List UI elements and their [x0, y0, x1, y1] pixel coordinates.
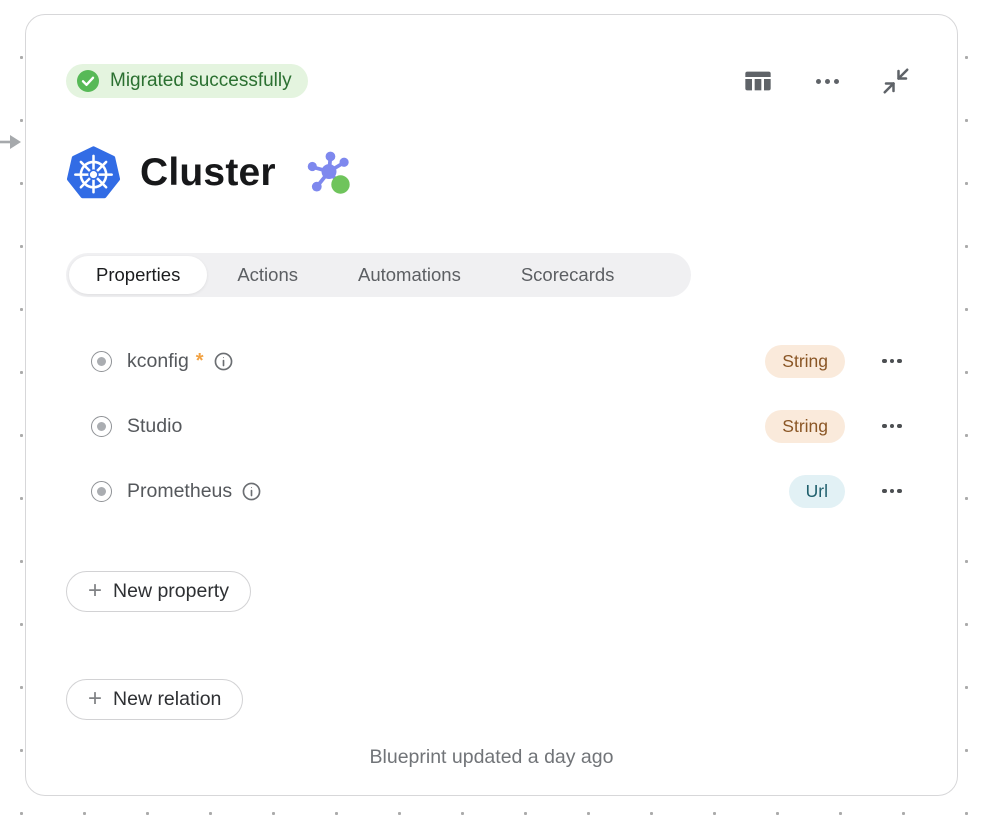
- table-icon: [745, 71, 771, 91]
- property-menu-button[interactable]: [875, 488, 909, 494]
- ellipsis-icon: [882, 423, 902, 429]
- type-badge: String: [765, 409, 845, 443]
- property-menu-button[interactable]: [875, 358, 909, 364]
- new-relation-button[interactable]: + New relation: [66, 679, 244, 720]
- tab-bar: Properties Actions Automations Scorecard…: [66, 253, 691, 297]
- type-badge: String: [765, 344, 845, 378]
- property-row-kconfig: kconfig * String: [66, 344, 917, 378]
- blueprint-node-card[interactable]: Migrated successfully: [25, 14, 958, 796]
- ellipsis-icon: [882, 488, 902, 494]
- property-name: Studio: [127, 414, 183, 437]
- property-list: kconfig * String Studio String: [66, 344, 917, 508]
- plus-icon: +: [88, 576, 103, 604]
- type-badge: Url: [788, 474, 845, 508]
- tab-automations[interactable]: Automations: [328, 256, 491, 294]
- property-name: Prometheus: [127, 479, 233, 502]
- new-property-button[interactable]: + New property: [66, 571, 251, 612]
- table-view-button[interactable]: [742, 65, 774, 97]
- collapse-icon: [883, 68, 909, 94]
- property-name: kconfig: [127, 349, 189, 372]
- blueprint-updated-text: Blueprint updated a day ago: [369, 746, 614, 768]
- check-circle-icon: [77, 70, 99, 92]
- status-row: Migrated successfully: [66, 64, 917, 98]
- page-title: Cluster: [140, 151, 276, 194]
- tab-scorecards[interactable]: Scorecards: [491, 256, 645, 294]
- status-badge: Migrated successfully: [66, 64, 308, 98]
- title-row: Cluster: [66, 145, 917, 200]
- relation-graph-icon: [307, 151, 350, 194]
- new-property-label: New property: [113, 580, 229, 602]
- ellipsis-icon: [882, 358, 902, 364]
- property-menu-button[interactable]: [875, 423, 909, 429]
- required-asterisk: *: [195, 349, 204, 372]
- info-icon[interactable]: [213, 351, 234, 372]
- plus-icon: +: [88, 684, 103, 712]
- status-badge-label: Migrated successfully: [110, 70, 292, 91]
- edge-connector-arrow: [0, 135, 21, 149]
- card-toolbar: [742, 65, 917, 97]
- tab-actions[interactable]: Actions: [207, 256, 328, 294]
- property-row-studio: Studio String: [66, 409, 917, 443]
- property-row-prometheus: Prometheus Url: [66, 474, 917, 508]
- collapse-button[interactable]: [881, 65, 911, 97]
- kubernetes-icon: [66, 145, 121, 198]
- info-icon[interactable]: [241, 481, 262, 502]
- property-type-radio-icon: [91, 350, 112, 372]
- property-type-radio-icon: [91, 480, 112, 502]
- new-relation-label: New relation: [113, 688, 222, 710]
- tab-properties[interactable]: Properties: [69, 256, 208, 294]
- ellipsis-icon: [816, 78, 839, 84]
- property-type-radio-icon: [91, 415, 112, 437]
- more-options-button[interactable]: [816, 65, 839, 97]
